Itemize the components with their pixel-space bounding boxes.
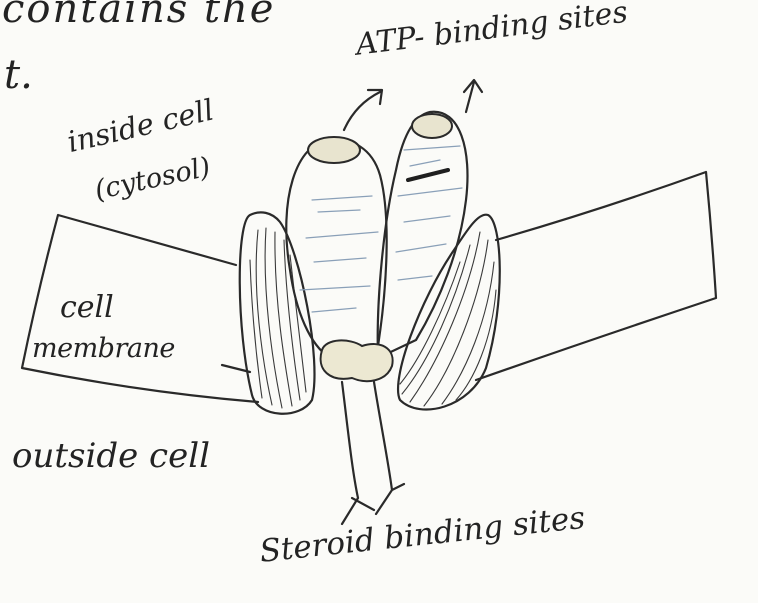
left-central-lobe	[286, 140, 386, 358]
atp-arrow-left	[344, 90, 382, 130]
outside-cell-label: outside cell	[12, 436, 210, 476]
right-membrane-slab	[476, 172, 716, 380]
atp-arrow-right	[464, 80, 482, 112]
left-domain-hatching	[250, 228, 306, 408]
membrane-label: membrane	[32, 333, 175, 364]
top-cutoff-text: contains the	[2, 0, 275, 32]
left-lobe-shading	[300, 196, 378, 312]
left-membrane-slab	[22, 215, 258, 402]
atp-binding-site-right	[412, 114, 452, 138]
atp-binding-site-left	[308, 137, 360, 163]
right-lobe-dark-mark	[408, 170, 448, 180]
steroid-arrow-stalk	[342, 382, 404, 524]
cell-label: cell	[60, 290, 114, 325]
steroid-binding-site	[321, 340, 393, 381]
top-cutoff-fragment: t.	[4, 52, 33, 98]
